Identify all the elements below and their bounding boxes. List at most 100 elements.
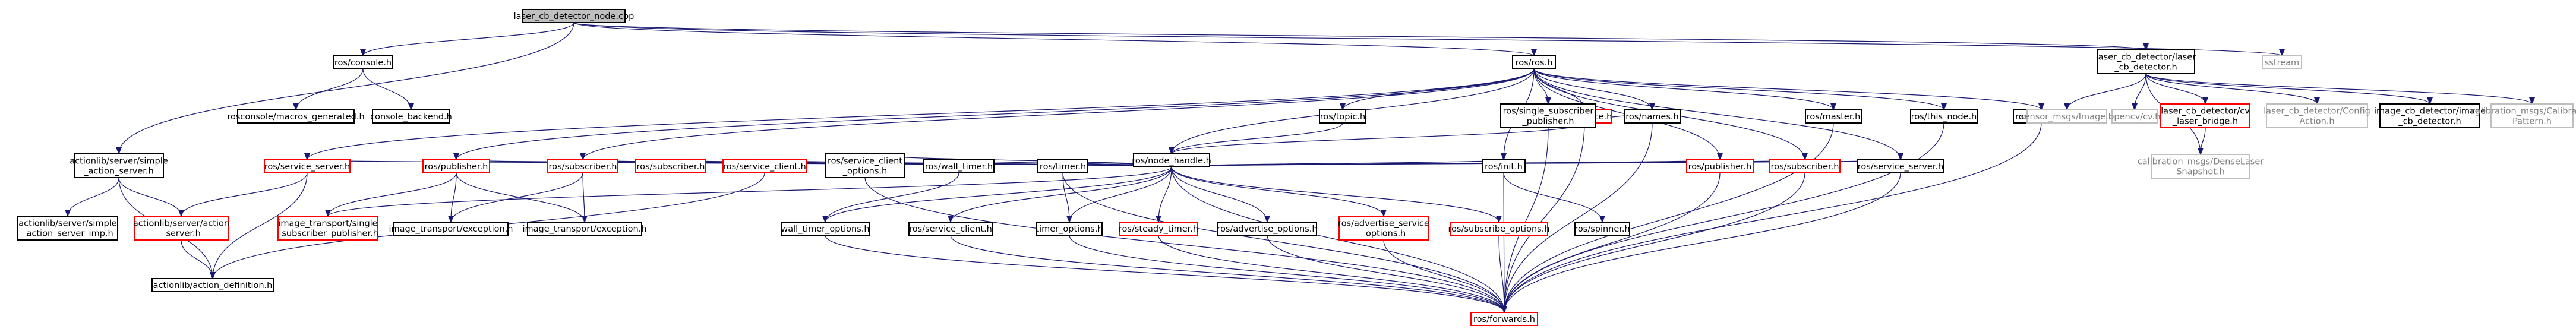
edge-ros-service-to-ros-forwards	[1504, 122, 1585, 312]
node-opencv[interactable]: opencv/cv.h	[2109, 109, 2161, 124]
node-label: ros/steady_timer.h	[1119, 225, 1198, 234]
node-ros-subscriber-red2[interactable]: ros/subscriber.h	[635, 159, 706, 173]
node-box	[1470, 312, 1538, 326]
node-ros-ros[interactable]: ros/ros.h	[1512, 55, 1556, 69]
node-ros-master[interactable]: ros/master.h	[1805, 109, 1862, 124]
edge-timer-opts-to-ros-forwards	[1069, 235, 1504, 312]
node-ros-service-client[interactable]: ros/service_client.h	[908, 222, 993, 236]
node-ros-ssp[interactable]: ros/single_subscriber_publisher.h	[1500, 103, 1596, 128]
node-label: Action.h	[2299, 117, 2334, 127]
edge-root-to-laser-cb-det	[573, 22, 2146, 50]
node-actionlib-as[interactable]: actionlib/server/action_server.h	[133, 216, 229, 241]
edge-ros-steady-timer-to-ros-forwards	[1158, 235, 1504, 312]
node-sensor-msgs-image[interactable]: sensor_msgs/Image.h	[2020, 109, 2114, 124]
node-ros-subscribe-opts[interactable]: ros/subscribe_options.h	[1448, 222, 1550, 236]
node-box	[527, 222, 642, 236]
node-ros-init[interactable]: ros/init.h	[1482, 159, 1526, 173]
edge-ros-names-to-ros-forwards	[1504, 122, 1653, 312]
edge-actionlib-sas-to-actionlib-sas-imp	[68, 177, 119, 217]
node-box	[1624, 109, 1681, 124]
edge-ros-node-handle-to-timer-opts	[1069, 166, 1172, 222]
node-rosconsole-macros[interactable]: rosconsole/macros_generated.h	[227, 109, 365, 124]
node-ros-service-server[interactable]: ros/service_server.h	[1857, 159, 1944, 173]
edge-ros-node-handle-to-wall-timer-opts	[825, 166, 1172, 223]
node-box	[908, 222, 993, 236]
node-ros-service-client-red[interactable]: ros/service_client.h	[722, 159, 807, 173]
node-label: timer_options.h	[1036, 225, 1103, 234]
node-laser-cb-det[interactable]: laser_cb_detector/laser_cb_detector.h	[2096, 49, 2196, 74]
node-sstream[interactable]: sstream	[2262, 55, 2302, 69]
node-box	[2026, 109, 2107, 124]
node-wall-timer-opts[interactable]: wall_timer_options.h	[781, 222, 870, 236]
edge-ros-publisher-red2-to-ros-forwards	[1504, 172, 1721, 312]
node-ros-timer[interactable]: ros/timer.h	[1037, 159, 1088, 173]
node-it-ssp[interactable]: image_transport/single_subscriber_publis…	[277, 216, 378, 241]
node-box	[1574, 222, 1630, 236]
node-cv-laser-bridge[interactable]: laser_cb_detector/cv_laser_bridge.h	[2160, 103, 2250, 128]
node-actionlib-sas-imp[interactable]: actionlib/server/simple_action_server_im…	[17, 216, 118, 241]
node-ros-node-handle[interactable]: ros/node_handle.h	[1132, 153, 1211, 167]
node-ros-forwards[interactable]: ros/forwards.h	[1470, 312, 1538, 326]
node-ros-this-node[interactable]: ros/this_node.h	[1910, 109, 1978, 124]
edge-ros-ros-to-ros-names	[1533, 68, 1652, 110]
node-box	[333, 55, 393, 69]
node-box	[722, 159, 807, 173]
node-label: ros/forwards.h	[1473, 315, 1535, 324]
node-box	[1805, 109, 1862, 124]
node-label: laser_cb_detector/cv	[2161, 107, 2250, 116]
node-label: ros/subscriber.h	[1771, 162, 1839, 172]
node-box	[2111, 109, 2158, 124]
node-image-cb-det[interactable]: image_cb_detector/image_cb_detector.h	[2374, 103, 2486, 128]
node-ros-publisher-red1[interactable]: ros/publisher.h	[422, 159, 490, 173]
node-ros-topic[interactable]: ros/topic.h	[1319, 109, 1366, 124]
node-it-exception1[interactable]: image_transport/exception.h	[389, 222, 513, 236]
node-label: console_backend.h	[370, 112, 452, 122]
edge-ros-node-handle-to-ros-advertise-opts	[1171, 166, 1267, 222]
node-ros-names[interactable]: ros/names.h	[1624, 109, 1681, 124]
node-ros-service-client-opts[interactable]: ros/service_client_options.h	[825, 153, 905, 178]
node-ros-advertise-opts[interactable]: ros/advertise_options.h	[1217, 222, 1318, 236]
edge-ros-subscriber-red1-to-it-exception2	[583, 172, 585, 222]
node-box	[372, 109, 450, 124]
node-ros-service-server-red[interactable]: ros/service_server.h	[264, 159, 351, 173]
node-box	[134, 216, 229, 241]
edge-laser-cb-det-to-sensor-msgs-image	[2067, 73, 2146, 110]
node-ros-subscriber-red1[interactable]: ros/subscriber.h	[547, 159, 618, 173]
node-label: _server.h	[161, 229, 201, 239]
node-ros-spinner[interactable]: ros/spinner.h	[1574, 222, 1630, 236]
node-ros-steady-timer[interactable]: ros/steady_timer.h	[1119, 222, 1198, 236]
node-it-exception2[interactable]: image_transport/exception.h	[523, 222, 647, 236]
node-calib-pattern[interactable]: calibration_msgs/CalibrationPattern.h	[2471, 103, 2576, 128]
node-actionlib-sas[interactable]: actionlib/server/simple_action_server.h	[70, 153, 168, 178]
node-label: calibration_msgs/Calibration	[2471, 107, 2576, 116]
node-ros-subscriber-red3[interactable]: ros/subscriber.h	[1769, 159, 1841, 173]
edge-ros-publisher-red1-to-it-exception1	[451, 172, 457, 222]
node-label: _publisher.h	[1522, 117, 1574, 127]
node-ros-console[interactable]: ros/console.h	[333, 55, 393, 69]
node-label: _action_server.h	[83, 167, 154, 176]
edge-ros-adv-service-opts-to-ros-forwards	[1383, 239, 1504, 312]
node-label: ros/subscribe_options.h	[1448, 225, 1550, 234]
node-ros-wall-timer[interactable]: ros/wall_timer.h	[923, 159, 995, 173]
edge-ros-subscribe-opts-to-ros-forwards	[1498, 235, 1504, 312]
node-console-backend[interactable]: console_backend.h	[370, 109, 452, 124]
edge-ros-subscriber-red1-to-it-exception1	[451, 172, 583, 223]
edge-ros-service-client-opts-to-ros-forwards	[864, 177, 1504, 312]
node-timer-opts[interactable]: timer_options.h	[1036, 222, 1103, 236]
node-label: ros/single_subscriber	[1503, 107, 1594, 116]
edge-ros-service-server-red-to-actionlib-action-def	[213, 172, 308, 279]
node-label: ros/spinner.h	[1574, 225, 1630, 234]
edge-ros-console-to-rosconsole-macros	[296, 68, 364, 110]
node-root[interactable]: laser_cb_detector_node.cpp	[514, 9, 634, 23]
node-actionlib-action-def[interactable]: actionlib/action_definition.h	[151, 278, 274, 292]
edge-laser-cb-det-to-cv-laser-bridge	[2145, 73, 2205, 105]
node-label: actionlib/action_definition.h	[153, 281, 273, 290]
node-box	[1482, 159, 1526, 173]
node-ros-publisher-red2[interactable]: ros/publisher.h	[1686, 159, 1754, 173]
node-box	[923, 159, 995, 173]
edge-root-to-ros-ros	[573, 22, 1534, 56]
node-ros-adv-service-opts[interactable]: ros/advertise_service_options.h	[1338, 216, 1429, 241]
node-label: image_transport/single	[278, 219, 377, 229]
